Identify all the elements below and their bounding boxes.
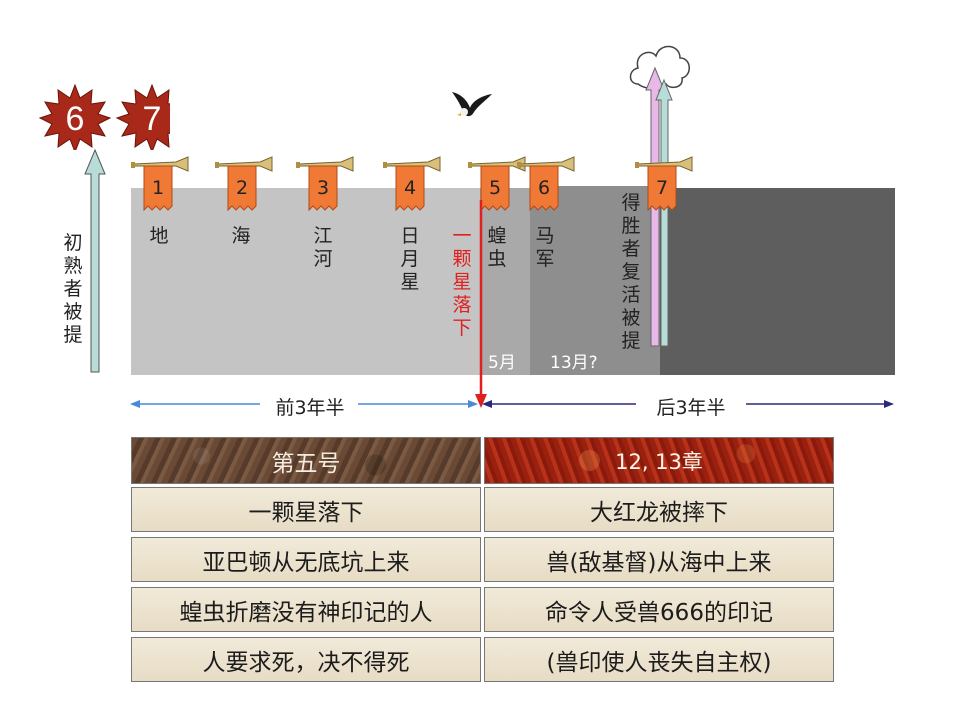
period-arrows bbox=[130, 400, 894, 408]
trumpet-7-number: 7 bbox=[655, 177, 669, 199]
period-first-half: 前3年半 bbox=[275, 397, 345, 419]
trumpet-4-icon bbox=[383, 156, 441, 212]
table-right-header: 12, 13章 bbox=[484, 437, 834, 484]
duration-five-months: 5月 bbox=[488, 353, 516, 373]
table-left-row-2: 亚巴顿从无底坑上来 bbox=[131, 537, 481, 582]
trumpet-6-icon bbox=[517, 156, 575, 212]
trumpet-1-icon bbox=[131, 156, 189, 212]
timeline-band-seventh bbox=[660, 188, 895, 375]
trumpet-7-icon bbox=[635, 156, 693, 212]
table-right-row-4: (兽印使人丧失自主权) bbox=[484, 637, 834, 682]
trumpet-5-icon bbox=[468, 156, 526, 212]
trumpets-graphic bbox=[131, 156, 693, 212]
trumpet-2-icon bbox=[215, 156, 273, 212]
trumpet-5-number: 5 bbox=[488, 177, 502, 199]
table-right-row-2: 兽(敌基督)从海中上来 bbox=[484, 537, 834, 582]
eagle-icon bbox=[452, 92, 492, 117]
event-star-falls: 一颗星落下 bbox=[452, 225, 472, 339]
event-sun-moon-stars: 日月星 bbox=[400, 225, 420, 293]
table-right-row-3: 命令人受兽666的印记 bbox=[484, 587, 834, 632]
trumpet-2-number: 2 bbox=[235, 177, 249, 199]
timeline-band-fifth bbox=[480, 188, 530, 375]
event-earth: 地 bbox=[149, 225, 169, 247]
trumpet-3-number: 3 bbox=[316, 177, 330, 199]
timeline-band-first bbox=[131, 188, 480, 375]
seal-7-label: 7 bbox=[143, 100, 162, 138]
seal-6-label: 6 bbox=[66, 100, 85, 138]
seals-graphic: 6 7 bbox=[38, 83, 170, 150]
firstfruits-rapture-arrow bbox=[84, 148, 106, 373]
trumpet-3-icon bbox=[296, 156, 354, 212]
table-left-header: 第五号 bbox=[131, 437, 481, 484]
table-left-row-1: 一颗星落下 bbox=[131, 487, 481, 532]
event-sea: 海 bbox=[231, 225, 251, 247]
table-left-row-4: 人要求死，决不得死 bbox=[131, 637, 481, 682]
timeline-band-sixth bbox=[530, 186, 660, 375]
seal-7-icon bbox=[115, 83, 170, 150]
table-right-row-1: 大红龙被摔下 bbox=[484, 487, 834, 532]
event-rivers: 江河 bbox=[313, 225, 333, 270]
seal-6-icon bbox=[38, 83, 112, 150]
table-left-row-3: 蝗虫折磨没有神印记的人 bbox=[131, 587, 481, 632]
trumpet-6-number: 6 bbox=[537, 177, 551, 199]
duration-thirteen-months: 13月? bbox=[550, 353, 598, 373]
star-fall-arrow bbox=[475, 200, 487, 408]
event-locusts: 蝗虫 bbox=[487, 225, 507, 270]
trumpet-1-number: 1 bbox=[151, 177, 165, 199]
period-second-half: 后3年半 bbox=[656, 397, 726, 419]
firstfruits-rapture-label: 初熟者被提 bbox=[63, 232, 83, 346]
trumpet-4-number: 4 bbox=[403, 177, 417, 199]
event-horsemen: 马军 bbox=[535, 225, 555, 270]
event-overcomers-rapture: 得胜者复活被提 bbox=[621, 192, 641, 352]
